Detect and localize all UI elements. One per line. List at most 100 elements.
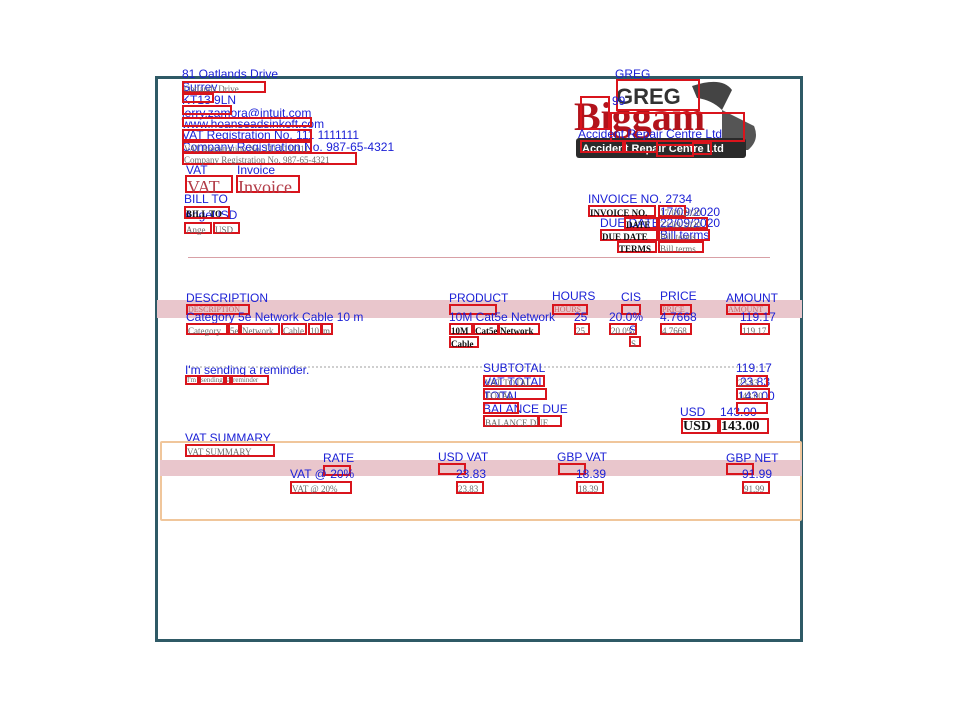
th-amount: AMOUNT [726, 291, 778, 305]
vat-summary-box [160, 441, 802, 521]
th-price-small: PRICE [660, 304, 692, 315]
th-hours: HOURS [552, 289, 596, 303]
vs-rate-header: RATE [323, 451, 355, 465]
logo-greg-text: GREG [616, 84, 681, 109]
date-value-small: 22/09/2020 [658, 217, 708, 230]
vs-rate-value: VAT @ 20% [290, 467, 355, 481]
vs-usd-vat-value: 23.83 [456, 467, 487, 481]
invoice-number: INVOICE NO. 2734 [588, 192, 693, 206]
vs-gbp-net-value: 91.99 [742, 467, 773, 481]
due-small [538, 415, 562, 427]
inv-no-value-small: 17/09/2020 [658, 205, 701, 218]
desc-small-1: Category [186, 323, 228, 336]
price-small: 4.7668 [660, 323, 692, 336]
vs-gbp-vat-value: 18.39 [576, 467, 607, 481]
centre-box [656, 144, 694, 157]
address-line-2: Surrey [182, 80, 218, 94]
note-small-3: a [225, 375, 231, 385]
vs-rate-small: VAT @ 20% [290, 481, 352, 494]
prod-small-3: Network [498, 323, 540, 336]
iggam-box [610, 112, 745, 142]
due-date: 22/09/2020 [660, 216, 721, 230]
address-line-3: KT13 9LN [182, 93, 237, 107]
terms-label-small: TERMS [617, 241, 657, 254]
total-small: TOTAL [483, 388, 547, 401]
bill-terms-small: Bill terms [658, 229, 710, 242]
th-description: DESCRIPTION [186, 291, 269, 305]
title-vat: VAT [185, 175, 233, 197]
desc-small-4: Cable [281, 323, 307, 336]
bill-to-currency-small: USD [213, 222, 240, 235]
vs-usd-header-small [438, 463, 466, 475]
note-small-1: I'm [185, 375, 199, 385]
logo-tagline-label: Accident Repair Centre Ltd [578, 127, 723, 141]
note-text: I'm sending a reminder. [185, 363, 310, 377]
row-product: 10M Cat5e Network [449, 310, 556, 324]
email-small-box [182, 117, 312, 127]
prod-small-4: Cable [449, 336, 479, 349]
hours-small: 25 [574, 323, 590, 336]
big-amount: 143.00 [719, 418, 769, 434]
vat-summary-title-small: VAT SUMMARY [185, 444, 275, 457]
company-reg-small-box: Company Registration No. 987-65-4321 [182, 152, 357, 165]
row-cis: 20.0% [609, 310, 644, 324]
prod-small-1: 10M [449, 323, 473, 336]
ltd-box [692, 142, 712, 155]
note-small-2: sending [199, 375, 225, 385]
address-small-text: Oatlands Drive [184, 84, 239, 94]
row-price: 4.7668 [660, 310, 697, 324]
website-small-box [182, 129, 312, 141]
postcode-small-box [182, 105, 232, 115]
b-box [580, 96, 610, 130]
title-vat-label: VAT [186, 163, 208, 177]
header-rule [188, 257, 770, 258]
due-date-label: DUE DATE [600, 216, 660, 230]
address-small-box: Oatlands Drive [182, 81, 266, 94]
company-website[interactable]: www.hoanseadsinkoft.com [182, 117, 325, 131]
greg-box [616, 79, 700, 111]
row-amount: 119.17 [740, 310, 776, 324]
th-cis-small [621, 304, 641, 315]
due-date-label-small: DUE DATE [600, 229, 658, 242]
address-line-1: 81 Oatlands Drive [182, 67, 279, 81]
cis-s-small: S [629, 336, 641, 349]
balance-small: BALANCE DUE [483, 415, 548, 428]
subtotal-label: SUBTOTAL [483, 361, 546, 375]
balance-currency: USD [680, 405, 706, 419]
repair-box [624, 140, 658, 153]
amount-small: 119.17 [740, 323, 770, 336]
vs-rate-header-small [323, 465, 351, 476]
company-email[interactable]: jerry.zamora@intuit.com [182, 106, 312, 120]
title-invoice: Invoice [236, 175, 300, 197]
th-hours-small: HOURS [552, 304, 588, 315]
th-product: PRODUCT [449, 291, 509, 305]
row-separator [188, 366, 770, 368]
vat-reg-small-text: VAT Registration No. 111 1111111 [184, 144, 309, 154]
logo-99-label: 99 [612, 94, 626, 108]
vt-small: 23.83 [736, 375, 768, 388]
desc-small-6: m [321, 323, 333, 336]
cis-small: 20.0% [609, 323, 637, 336]
desc-small-5: 10 [308, 323, 322, 336]
vs-gbp-vat-header: GBP VAT [557, 450, 608, 464]
desc-small-3: Network [240, 323, 280, 336]
company-registration: Company Registration No. 987-65-4321 [182, 140, 395, 154]
balance-small-a [483, 402, 519, 414]
th-cis: CIS [621, 290, 642, 304]
surrey-small-box [182, 93, 214, 103]
vs-gbp-net-small: 91.99 [742, 481, 770, 494]
title-invoice-label: Invoice [237, 163, 276, 177]
th-amount-small: AMOUNT [726, 304, 770, 315]
balance-small-b [736, 402, 768, 414]
logo-brand-text: Biggam [574, 94, 705, 139]
row-description: Category 5e Network Cable 10 m [186, 310, 364, 324]
prod-small-2: Cat5e [473, 323, 499, 336]
vs-gbp-vat-small: 18.39 [576, 481, 604, 494]
inv-no-small: INVOICE NO. [588, 205, 656, 218]
bill-to-small: BILL TO [184, 206, 230, 219]
company-reg-small-text: Company Registration No. 987-65-4321 [184, 155, 330, 165]
vs-usd-vat-header: USD VAT [438, 450, 489, 464]
logo-greg-label: GREG [615, 67, 651, 81]
desc-small-2: 5e [228, 323, 240, 336]
spray-gun-icon [692, 81, 732, 110]
